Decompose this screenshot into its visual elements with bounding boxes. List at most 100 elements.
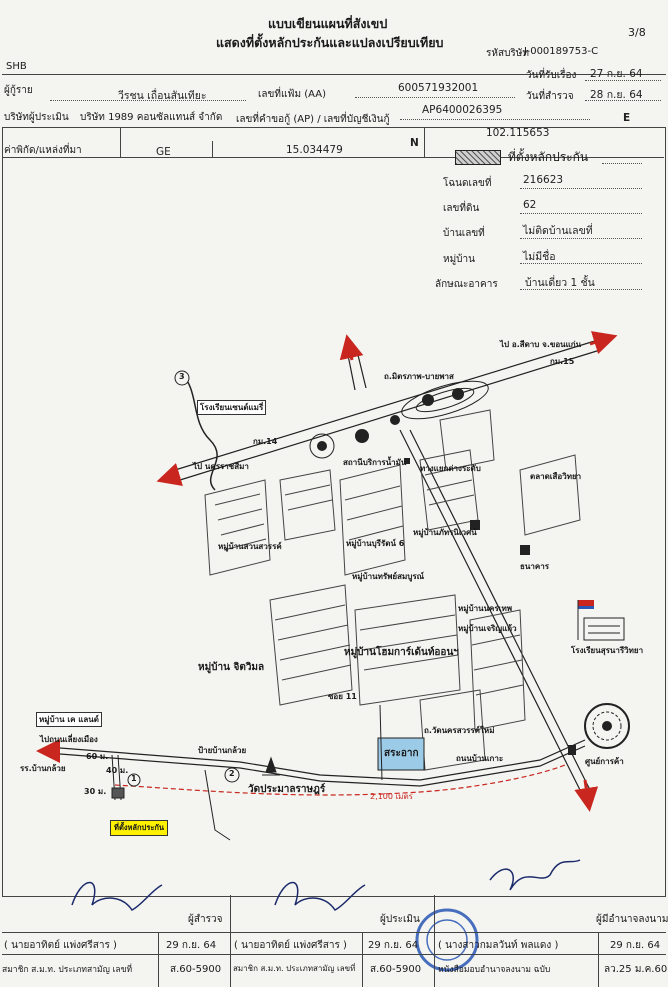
file-no-value: 600571932001 <box>398 82 479 94</box>
map-label: รร.บ้านกล้วย <box>20 764 66 773</box>
survey-value: 28 ก.ย. 64 <box>590 89 643 101</box>
map-label: หมู่บ้านนครเทพ <box>458 604 512 613</box>
signature-name: ( นายอาทิตย์ แพ่งศรีสาร ) <box>234 940 347 951</box>
coordinate-label: ค่าพิกัด/แหล่งที่มา <box>4 145 82 156</box>
southeast-road-arrow <box>574 779 599 812</box>
roundabout <box>584 703 630 749</box>
signature-member-label: สมาชิก ส.ม.ท. ประเภทสามัญ เลขที่ <box>233 964 356 973</box>
signature-member-no: ลว.25 ม.ค.60 <box>604 964 668 975</box>
longitude-value: 102.115653 <box>486 127 550 139</box>
signature-member-label: หนังสือมอบอำนาจลงนาม ฉบับ <box>438 965 551 975</box>
legend-row-label: ลักษณะอาคาร <box>435 279 498 290</box>
borrower-value: วีรชน เถื่อนสันเทียะ <box>118 90 207 102</box>
map-label: หมู่บ้าน เค แลนด์ <box>36 712 102 727</box>
signature-name: ( นางสาวกมลวันท์ พลแดง ) <box>438 940 559 951</box>
highway-road <box>174 339 601 481</box>
map-label: ซอย 11 <box>328 692 357 701</box>
received-value: 27 ก.ย. 64 <box>590 68 643 80</box>
authority-stamp <box>415 908 479 972</box>
borrower-label: ผู้กู้ราย <box>4 85 33 96</box>
map-marker-2: 2 <box>229 769 235 778</box>
map-label: ไป อ.สีดาบ จ.ขอนแก่น <box>500 340 582 349</box>
received-label: วันที่รับเรื่อง <box>526 70 577 81</box>
map-label: ไปถนนเลี่ยงเมือง <box>40 735 98 744</box>
school-building <box>577 600 625 641</box>
map-label: หมู่บ้านสวนสวรรค์ <box>218 542 282 551</box>
legend-row-value: บ้านเดี่ยว 1 ชั้น <box>525 277 595 289</box>
map-label: หมู่บ้านเจริญแก้ว <box>458 624 517 633</box>
map-label: หมู่บ้านบุรีรัตน์ 6 <box>346 539 405 548</box>
shop-icon <box>520 545 530 555</box>
signature-member-no: ส.60-5900 <box>170 964 222 975</box>
map-label: ตลาดเสือวิทยา <box>530 472 582 481</box>
map-label: ธนาคาร <box>520 562 549 571</box>
company-code: J-000189753-C <box>524 46 599 57</box>
road-3 <box>179 371 218 491</box>
signature-member-no: ส.60-5900 <box>370 964 422 975</box>
interchange <box>401 380 489 420</box>
company-code-label: รหัสบริษัท <box>486 48 529 59</box>
map-label: หมู่บ้านโฮมการ์เด้นท์ออนฯ <box>344 647 459 658</box>
map-label: ไป นครราชสีมา <box>193 462 249 471</box>
collateral-plot <box>111 787 125 799</box>
map-label: หมู่บ้านภัทรนิเวศน์ <box>413 528 477 537</box>
map-label: ถ.มิตรภาพ-บายพาส <box>384 372 454 381</box>
map-label: ถนนบ้านเกาะ <box>456 754 504 763</box>
map-label: กม.14 <box>253 437 278 446</box>
interchange-rosettes <box>309 388 464 459</box>
north-road-arrow <box>339 334 364 361</box>
distance-path <box>114 764 566 796</box>
east-suffix: E <box>623 112 631 124</box>
map-label: ถ.วัดนครสวรรค์ใหม่ <box>424 726 495 735</box>
legend-row-value: ไม่มีชื่อ <box>523 251 556 263</box>
map-label: ศูนย์การค้า <box>585 757 624 766</box>
shop-icon <box>568 745 576 755</box>
signature-date: 29 ก.ย. 64 <box>166 940 217 951</box>
signature-date: 29 ก.ย. 64 <box>368 940 419 951</box>
legend-row-value: 216623 <box>523 174 564 186</box>
map-label: ป้ายบ้านกล้วย <box>198 746 247 755</box>
appraiser-value: บริษัท 1989 คอนซัลแทนส์ จำกัด <box>80 112 223 123</box>
request-no-label: เลขที่คำขอกู้ (AP) / เลขที่บัญชีเงินกู้ <box>236 114 390 125</box>
map-frame <box>2 127 666 897</box>
bank-code: SHB <box>6 61 27 72</box>
legend-row-label: เลขที่ดิน <box>443 203 480 214</box>
signature-marks <box>71 859 581 911</box>
title-line1: แบบเขียนแผนที่สังเขป <box>268 16 388 31</box>
map-label: โรงเรียนสุรนารีวิทยา <box>571 646 644 655</box>
signature-name: ( นายอาทิตย์ แพ่งศรีสาร ) <box>4 940 117 951</box>
southeast-road <box>399 429 591 791</box>
map-marker-1: 1 <box>131 774 137 783</box>
legend-row-label: หมู่บ้าน <box>443 254 475 265</box>
signature-date: 29 ก.ย. 64 <box>610 940 661 951</box>
highway-arrow-right <box>589 331 618 355</box>
station-icon <box>404 458 410 464</box>
shop-icon <box>470 520 480 530</box>
legend-row-label: โฉนดเลขที่ <box>443 178 492 189</box>
map-label: โรงเรียนเซนต์แมรี่ <box>197 400 267 415</box>
form-rule <box>2 74 666 75</box>
request-no-value: AP6400026395 <box>422 104 503 116</box>
main-south-road <box>59 739 586 787</box>
map-label: วัดประมาลราษฎร์ <box>248 784 326 795</box>
map-label: หมู่บ้านทรัพย์สมบูรณ์ <box>352 572 425 581</box>
latitude-value: 15.034479 <box>286 144 343 156</box>
signature-role: ผู้ประเมิน <box>380 914 420 925</box>
coordinate-source: GE <box>156 146 171 158</box>
map-label: สถานีบริการน้ำมัน <box>343 458 407 467</box>
title-line2: แสดงที่ตั้งหลักประกันและแปลงเปรียบเทียบ <box>216 35 444 50</box>
map-label: 60 ม. <box>86 752 109 761</box>
temple-icon <box>262 756 280 776</box>
legend-row-value: 62 <box>523 199 537 211</box>
lake <box>377 737 425 771</box>
collateral-tag: ที่ตั้งหลักประกัน <box>110 820 169 836</box>
map-label: 2,100 เมตร <box>370 792 413 801</box>
signature-member-label: สมาชิก ส.ม.ท. ประเภทสามัญ เลขที่ <box>2 965 133 975</box>
map-label: 40 ม. <box>106 766 129 775</box>
file-no-label: เลขที่แฟ้ม (AA) <box>258 89 327 100</box>
map-label: 30 ม. <box>84 787 107 796</box>
map-label: กม.15 <box>550 357 575 366</box>
collateral-swatch <box>455 150 501 165</box>
appraiser-label: บริษัทผู้ประเมิน <box>4 112 69 123</box>
